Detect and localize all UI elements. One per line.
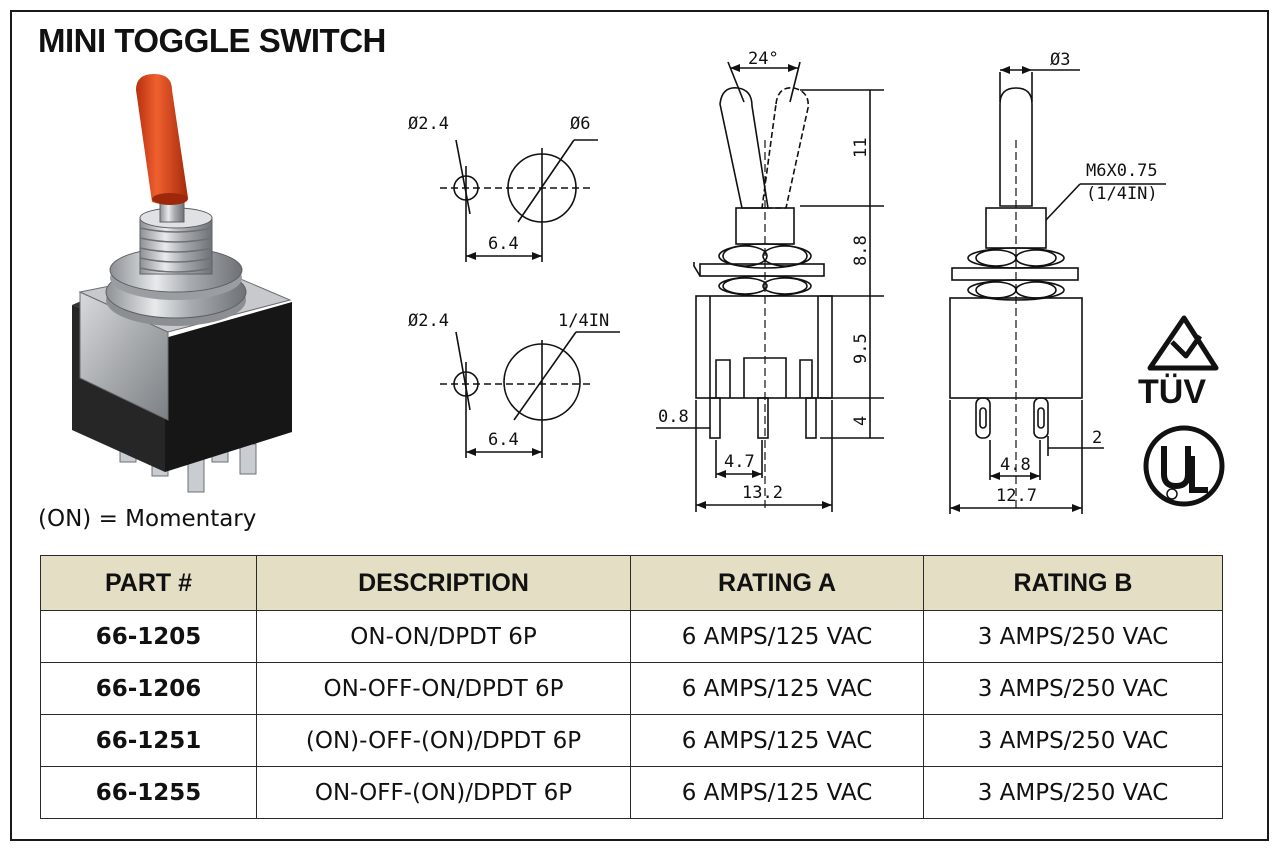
hole1-large-dia-label: Ø6: [570, 114, 590, 134]
tuv-mark-icon: TÜV: [1138, 315, 1219, 411]
description-cell: (ON)-OFF-(ON)/DPDT 6P: [256, 714, 631, 767]
hole1-small-dia-label: Ø2.4: [408, 114, 449, 134]
terminal-width-label: 0.8: [658, 407, 689, 427]
hole2-small-dia-label: Ø2.4: [408, 311, 449, 331]
switch-photo: [72, 74, 292, 493]
description-cell: ON-OFF-(ON)/DPDT 6P: [256, 766, 631, 819]
side-terminal-pitch-label: 4.8: [1000, 455, 1031, 475]
rating-b-cell: 3 AMPS/250 VAC: [923, 766, 1223, 819]
side-view-drawing: [949, 66, 1166, 514]
mounting-hole-diagram-1: [440, 139, 598, 262]
header-rating-b: RATING B: [923, 555, 1223, 611]
hole2-large-dia-label: 1/4IN: [558, 311, 609, 331]
part-number: 66-1206: [40, 662, 257, 715]
table-row: 66-1251 (ON)-OFF-(ON)/DPDT 6P 6 AMPS/125…: [40, 714, 1223, 767]
hole1-spacing-label: 6.4: [488, 234, 519, 254]
description-cell: ON-OFF-ON/DPDT 6P: [256, 662, 631, 715]
ul-mark-icon: [1143, 425, 1225, 507]
rating-a-cell: 6 AMPS/125 VAC: [630, 766, 924, 819]
rating-b-cell: 3 AMPS/250 VAC: [923, 714, 1223, 767]
hole2-spacing-label: 6.4: [488, 430, 519, 450]
table-row: 66-1205 ON-ON/DPDT 6P 6 AMPS/125 VAC 3 A…: [40, 610, 1223, 663]
thread-spec-label: M6X0.75: [1086, 161, 1158, 181]
header-part: PART #: [40, 555, 257, 611]
momentary-note: (ON) = Momentary: [38, 506, 257, 532]
header-description: DESCRIPTION: [256, 555, 631, 611]
side-terminal-gap-label: 2: [1092, 428, 1102, 448]
body-height-label: 9.5: [851, 333, 871, 364]
part-number: 66-1255: [40, 766, 257, 819]
lever-height-label: 11: [851, 138, 871, 158]
terminal-height-label: 4: [851, 416, 871, 426]
lever-dia-label: Ø3: [1050, 50, 1070, 70]
mounting-hole-diagram-2: [440, 331, 620, 458]
part-number: 66-1251: [40, 714, 257, 767]
technical-drawing: Ø2.4 Ø6 6.4 Ø2.4 1/4IN 6.4: [72, 49, 1225, 514]
tuv-label: TÜV: [1138, 373, 1206, 411]
lever-angle-label: 24°: [748, 49, 779, 69]
side-body-width-label: 12.7: [996, 486, 1037, 506]
rating-a-cell: 6 AMPS/125 VAC: [630, 714, 924, 767]
specifications-table: PART # DESCRIPTION RATING A RATING B 66-…: [40, 555, 1223, 819]
page-title: MINI TOGGLE SWITCH: [38, 22, 386, 59]
thread-spec-inch-label: (1/4IN): [1086, 184, 1158, 204]
terminal-pitch-label: 4.7: [724, 452, 755, 472]
rating-a-cell: 6 AMPS/125 VAC: [630, 662, 924, 715]
front-view-drawing: [656, 61, 884, 512]
table-row: 66-1255 ON-OFF-(ON)/DPDT 6P 6 AMPS/125 V…: [40, 766, 1223, 819]
table-header-row: PART # DESCRIPTION RATING A RATING B: [40, 555, 1223, 611]
table-row: 66-1206 ON-OFF-ON/DPDT 6P 6 AMPS/125 VAC…: [40, 662, 1223, 715]
part-number: 66-1205: [40, 610, 257, 663]
body-width-label: 13.2: [742, 483, 783, 503]
rating-a-cell: 6 AMPS/125 VAC: [630, 610, 924, 663]
description-cell: ON-ON/DPDT 6P: [256, 610, 631, 663]
rating-b-cell: 3 AMPS/250 VAC: [923, 662, 1223, 715]
rating-b-cell: 3 AMPS/250 VAC: [923, 610, 1223, 663]
bushing-height-label: 8.8: [851, 235, 871, 266]
header-rating-a: RATING A: [630, 555, 924, 611]
